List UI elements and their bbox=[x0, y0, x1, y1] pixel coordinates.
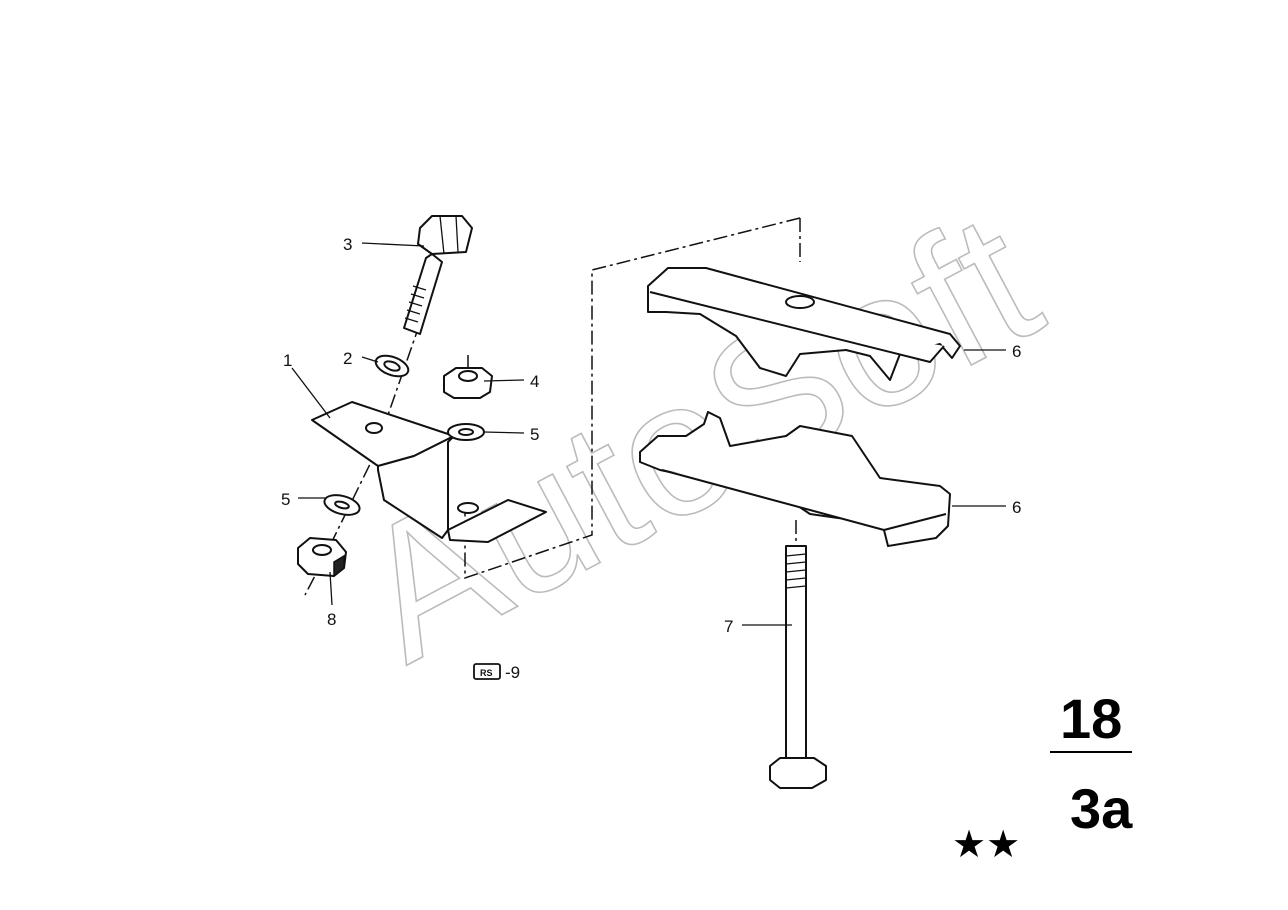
stars-mark: ★★ bbox=[952, 822, 1020, 866]
bracket-icon bbox=[311, 401, 547, 543]
long-bolt-icon bbox=[769, 545, 827, 789]
group-number: 18 3a bbox=[1050, 687, 1133, 840]
callout-3: 3 bbox=[343, 235, 352, 254]
reference-box-text: RS bbox=[480, 668, 493, 678]
leader-lines bbox=[291, 242, 1006, 626]
callout-7: 7 bbox=[724, 617, 733, 636]
callout-5-upper: 5 bbox=[530, 425, 539, 444]
callout-1: 1 bbox=[283, 351, 292, 370]
pipe-clamp-icon bbox=[647, 267, 961, 381]
callout-4: 4 bbox=[530, 372, 539, 391]
hex-nut-icon bbox=[443, 367, 493, 399]
callout-5-lower: 5 bbox=[281, 490, 290, 509]
reference-suffix: -9 bbox=[505, 663, 520, 682]
callout-2: 2 bbox=[343, 349, 352, 368]
callout-8: 8 bbox=[327, 610, 336, 629]
callout-6-lower: 6 bbox=[1012, 498, 1021, 517]
group-number-main: 18 bbox=[1060, 687, 1122, 750]
washer-icon bbox=[374, 354, 410, 378]
reference-box bbox=[473, 663, 501, 680]
group-number-sub: 3a bbox=[1070, 777, 1133, 840]
spring-washer-icon bbox=[447, 423, 485, 441]
reference-note: RS -9 bbox=[473, 663, 520, 682]
callout-6-upper: 6 bbox=[1012, 342, 1021, 361]
pipe-clamp-icon bbox=[639, 411, 951, 547]
hex-bolt-icon bbox=[403, 215, 473, 335]
spring-washer-icon bbox=[323, 494, 361, 516]
hex-nut-icon bbox=[297, 537, 347, 578]
